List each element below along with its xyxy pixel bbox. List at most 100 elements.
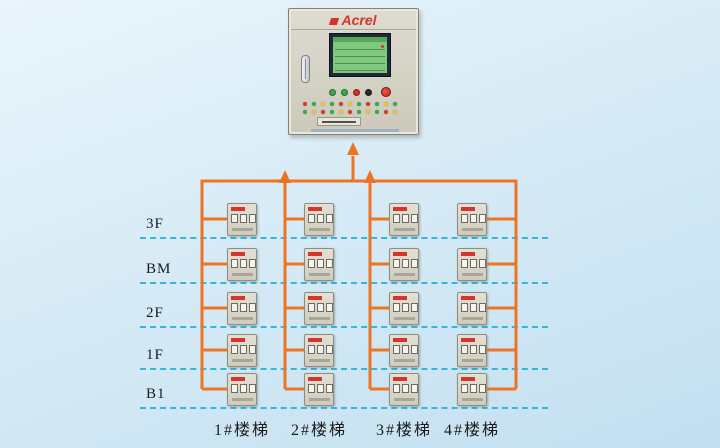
device-display-windows (308, 303, 333, 312)
device-floor2-stair1 (227, 248, 257, 281)
device-floor1-stair4 (457, 203, 487, 236)
device-display-windows (393, 214, 418, 223)
device-brand-mark (308, 252, 322, 256)
panel-button (365, 89, 372, 96)
device-terminal-strip (309, 228, 330, 231)
device-floor2-stair3 (389, 248, 419, 281)
indicator-light (384, 102, 388, 106)
device-brand-mark (461, 296, 475, 300)
device-brand-mark (231, 252, 245, 256)
monitoring-cabinet: Acrel (288, 8, 419, 135)
indicator-light (312, 110, 316, 114)
indicator-light (348, 110, 352, 114)
device-display-windows (461, 303, 486, 312)
device-floor1-stair3 (389, 203, 419, 236)
device-display-windows (393, 259, 418, 268)
device-terminal-strip (394, 273, 415, 276)
device-floor4-stair4 (457, 334, 487, 367)
device-display-windows (231, 345, 256, 354)
lcd-screen (329, 33, 391, 77)
device-terminal-strip (232, 228, 253, 231)
bus-line (200, 179, 518, 389)
floor-label-BM: BM (146, 261, 172, 277)
nameplate-text-strip (311, 129, 399, 132)
indicator-light (330, 110, 334, 114)
device-terminal-strip (309, 398, 330, 401)
device-brand-mark (461, 252, 475, 256)
device-brand-mark (308, 338, 322, 342)
device-display-windows (231, 214, 256, 223)
indicator-light (375, 102, 379, 106)
device-floor5-stair3 (389, 373, 419, 406)
device-terminal-strip (309, 359, 330, 362)
indicator-light (321, 102, 325, 106)
cabinet-arrow (347, 142, 359, 155)
staircase-label-4: 4#楼梯 (443, 422, 500, 439)
device-brand-mark (393, 207, 407, 211)
indicator-light (348, 102, 352, 106)
device-display-windows (461, 214, 486, 223)
indicator-light (357, 102, 361, 106)
lcd-text-row (335, 63, 385, 64)
device-display-windows (308, 214, 333, 223)
device-display-windows (231, 259, 256, 268)
brand-logo: Acrel (289, 12, 418, 28)
device-floor2-stair4 (457, 248, 487, 281)
device-terminal-strip (232, 317, 253, 320)
device-terminal-strip (462, 359, 483, 362)
lcd-text-row (335, 56, 385, 57)
indicator-light (303, 110, 307, 114)
device-brand-mark (231, 207, 245, 211)
device-terminal-strip (309, 273, 330, 276)
indicator-light (339, 102, 343, 106)
indicator-light (357, 110, 361, 114)
indicator-light (375, 110, 379, 114)
lcd-text-row (335, 49, 385, 50)
indicator-light (321, 110, 325, 114)
device-brand-mark (461, 207, 475, 211)
device-display-windows (231, 384, 256, 393)
device-terminal-strip (462, 273, 483, 276)
lcd-text-row (335, 70, 385, 71)
device-floor3-stair2 (304, 292, 334, 325)
indicator-light (312, 102, 316, 106)
staircase-label-1: 1#楼梯 (213, 422, 270, 439)
device-terminal-strip (232, 398, 253, 401)
lcd-display (333, 37, 387, 73)
device-brand-mark (393, 252, 407, 256)
device-floor4-stair1 (227, 334, 257, 367)
device-display-windows (308, 345, 333, 354)
device-terminal-strip (462, 398, 483, 401)
device-terminal-strip (394, 317, 415, 320)
device-floor2-stair2 (304, 248, 334, 281)
floor-label-1F: 1F (146, 347, 164, 363)
flow-arrow (364, 170, 376, 183)
device-floor5-stair1 (227, 373, 257, 406)
indicator-light (393, 102, 397, 106)
device-floor4-stair2 (304, 334, 334, 367)
device-display-windows (461, 345, 486, 354)
device-brand-mark (308, 377, 322, 381)
device-display-windows (308, 384, 333, 393)
device-terminal-strip (309, 317, 330, 320)
device-brand-mark (461, 338, 475, 342)
device-display-windows (393, 303, 418, 312)
emergency-stop-button (381, 87, 391, 97)
device-floor1-stair1 (227, 203, 257, 236)
device-display-windows (393, 345, 418, 354)
device-terminal-strip (232, 273, 253, 276)
floor-divider-line (140, 407, 548, 409)
brand-text: Acrel (341, 12, 377, 28)
device-terminal-strip (394, 228, 415, 231)
indicator-light (393, 110, 397, 114)
floor-divider-line (140, 368, 548, 370)
staircase-label-3: 3#楼梯 (375, 422, 432, 439)
indicator-light (303, 102, 307, 106)
floor-divider-line (140, 282, 548, 284)
floor-divider-line (140, 326, 548, 328)
device-brand-mark (231, 296, 245, 300)
device-brand-mark (393, 296, 407, 300)
device-brand-mark (461, 377, 475, 381)
